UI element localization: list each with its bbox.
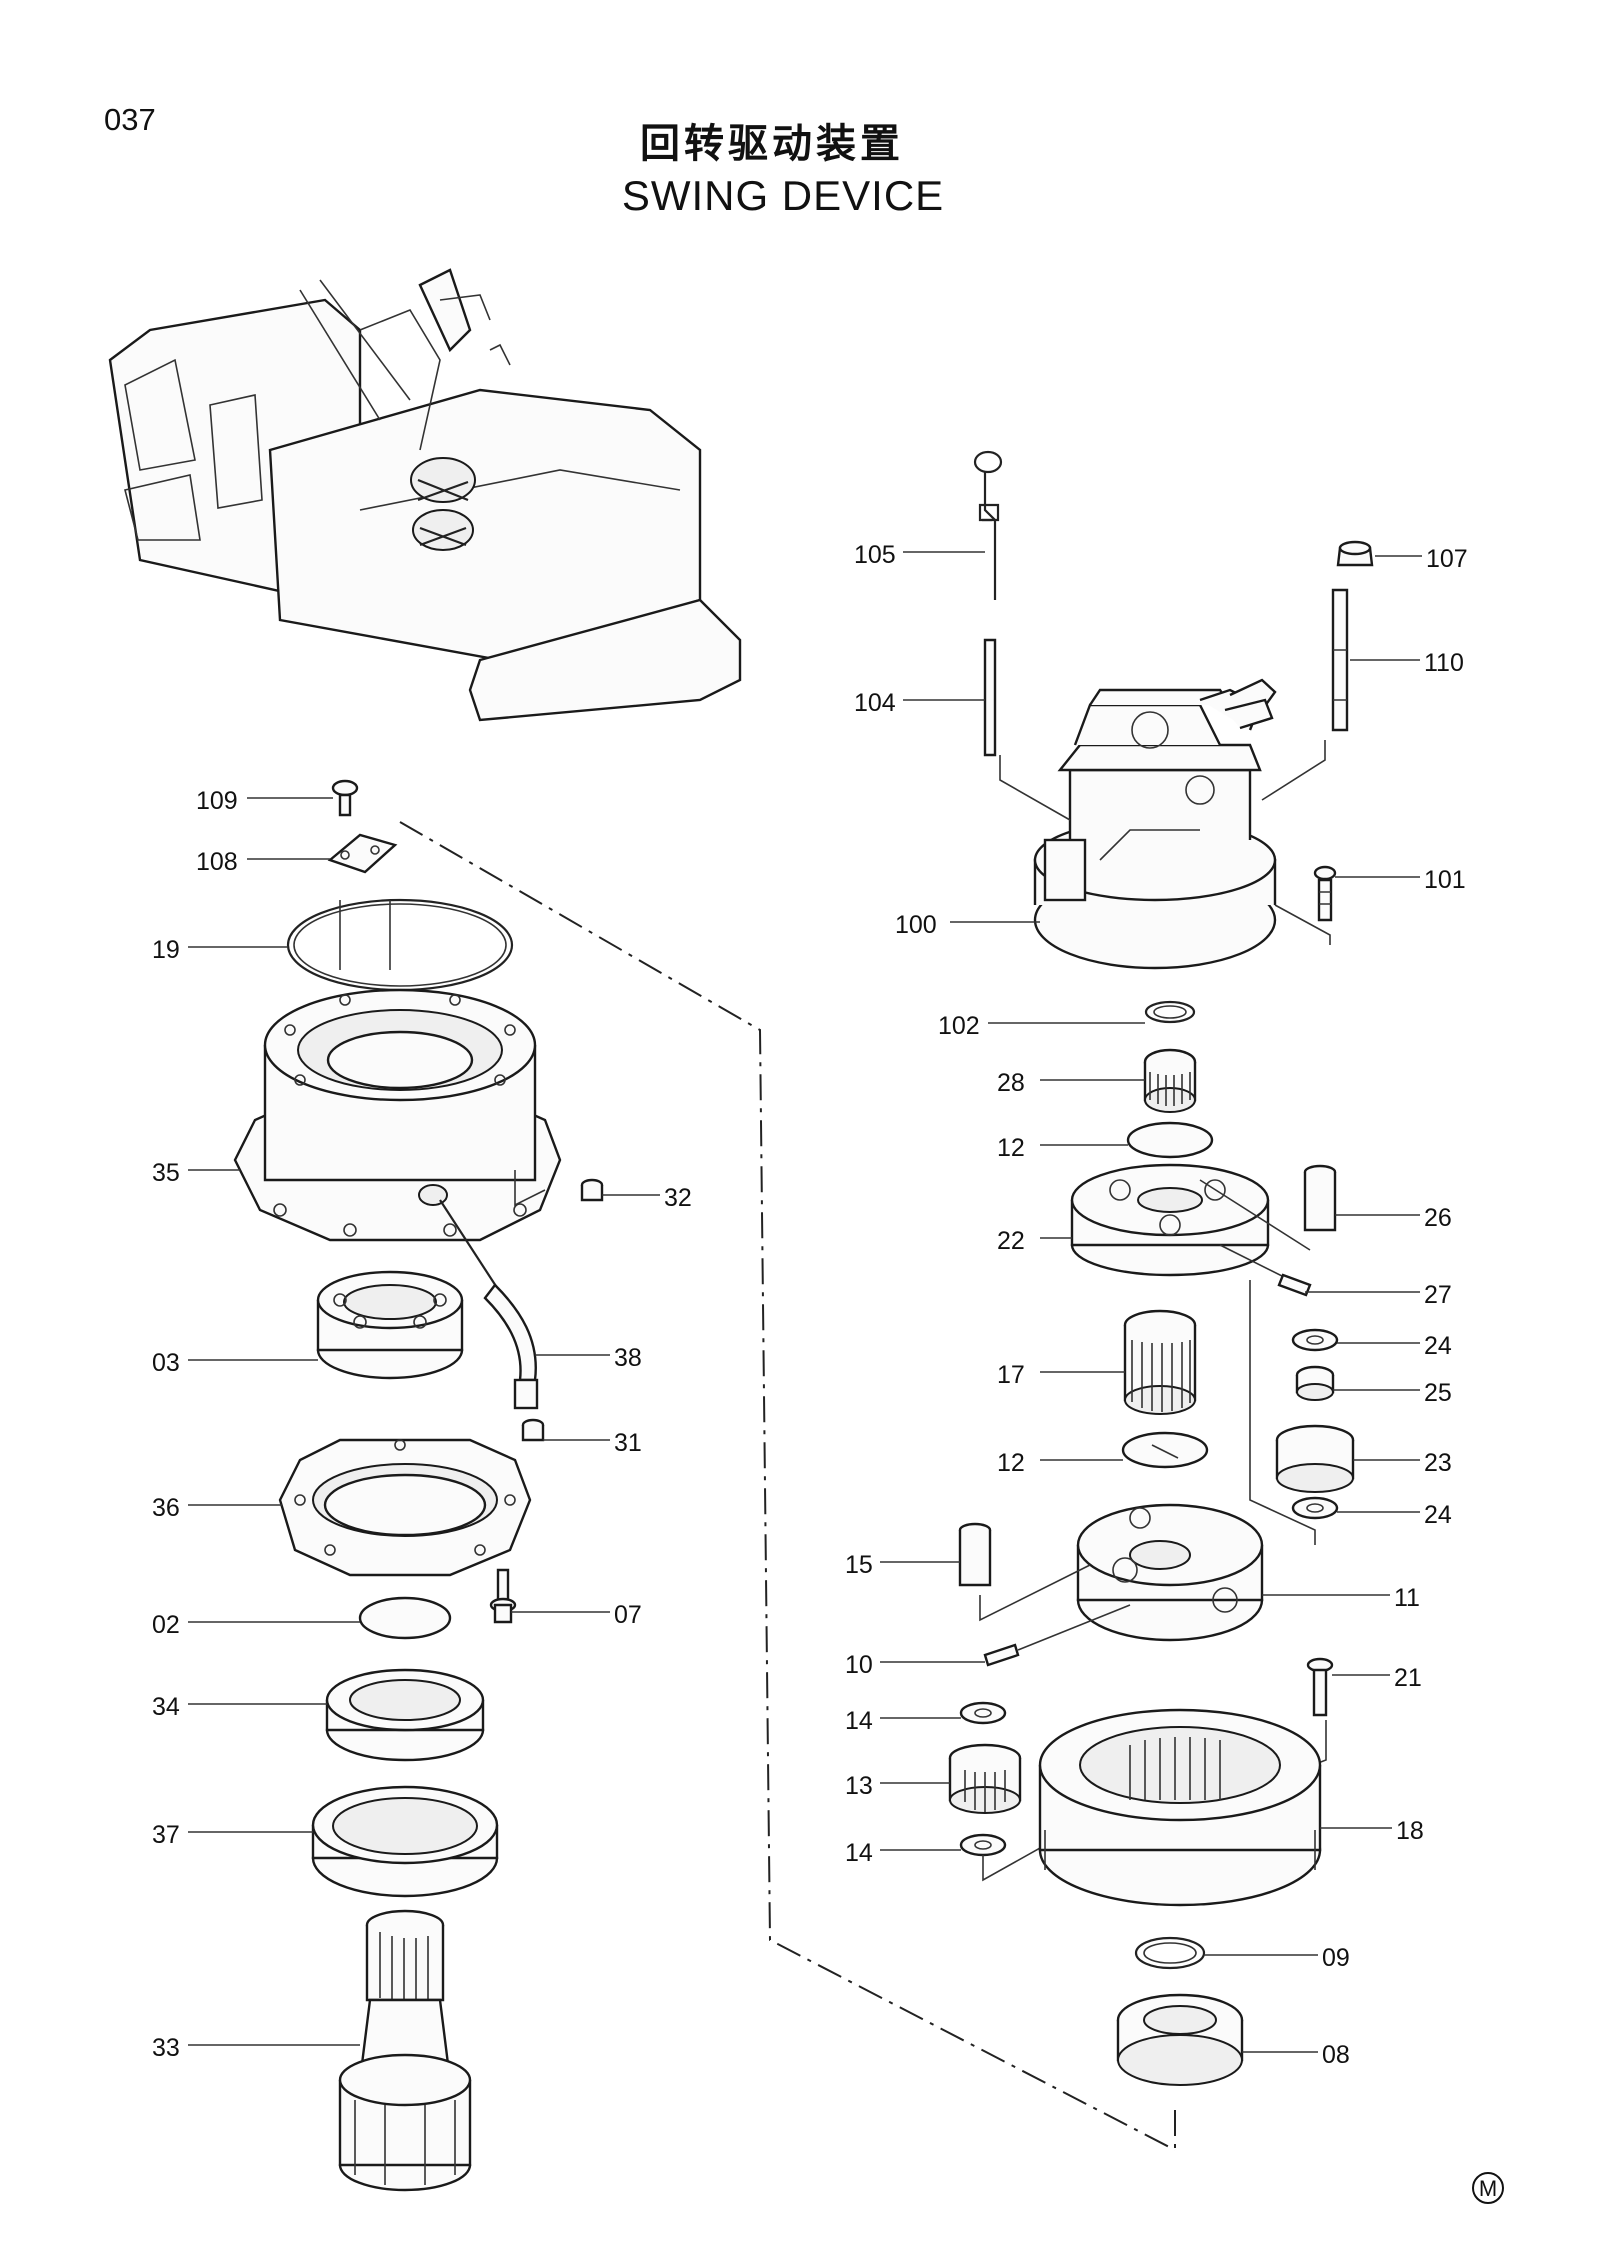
part-carrier-22: [1070, 1163, 1311, 1286]
part-needle-bearing: [1295, 1365, 1335, 1401]
callout-37: 37: [152, 1821, 180, 1849]
callout-25: 25: [1424, 1379, 1452, 1407]
part-snap-ring-09: [1134, 1936, 1206, 1970]
callout-03: 03: [152, 1349, 180, 1377]
part-thrust-plate: [1126, 1121, 1214, 1159]
page-number: 037: [104, 102, 156, 137]
title-chinese: 回转驱动装置: [640, 122, 904, 166]
part-plug-32: [580, 1178, 604, 1202]
callout-02: 02: [152, 1611, 180, 1639]
part-bearing-08: [1116, 1993, 1244, 2086]
manufacturer-mark: M: [1472, 2172, 1504, 2204]
part-ring-gear: [1038, 1708, 1322, 1907]
callout-33: 33: [152, 2034, 180, 2062]
callout-17: 17: [997, 1361, 1025, 1389]
part-pipe: [1331, 588, 1349, 732]
part-plug-31: [521, 1418, 545, 1442]
callout-09: 09: [1322, 1944, 1350, 1972]
part-bolt-21: [1299, 1657, 1334, 1771]
callout-26: 26: [1424, 1204, 1452, 1232]
part-bolt-07: [489, 1568, 517, 1624]
callout-24-lower: 24: [1424, 1501, 1452, 1529]
callout-19: 19: [152, 936, 180, 964]
assembly-guide-line: [399, 821, 1176, 2151]
callout-13: 13: [845, 1772, 873, 1800]
part-o-ring: [286, 898, 514, 992]
callout-32: 32: [664, 1184, 692, 1212]
mark-letter: M: [1479, 2176, 1497, 2201]
title-english: SWING DEVICE: [622, 172, 944, 219]
part-washer-14: [959, 1701, 1007, 1725]
callout-24-upper: 24: [1424, 1332, 1452, 1360]
callout-35: 35: [152, 1159, 180, 1187]
part-gear-28: [1143, 1048, 1197, 1113]
callout-14-lower: 14: [845, 1839, 873, 1867]
part-planet-gear-13: [948, 1743, 1022, 1814]
callout-104: 104: [854, 689, 896, 717]
callout-107: 107: [1426, 545, 1468, 573]
part-housing-35: [233, 900, 562, 1242]
callout-101: 101: [1424, 866, 1466, 894]
part-washer-24: [1291, 1328, 1339, 1352]
part-carrier-11: [1076, 1503, 1264, 1642]
callout-27: 27: [1424, 1281, 1452, 1309]
part-pin-10: [983, 1604, 1131, 1667]
part-ring-37: [311, 1785, 499, 1898]
part-pin-26: [1303, 1164, 1337, 1232]
part-washer-24: [1249, 1280, 1339, 1545]
callout-100: 100: [895, 911, 937, 939]
callout-12-lower: 12: [997, 1449, 1025, 1477]
part-sun-gear: [1123, 1309, 1197, 1415]
excavator-location-illustration: [108, 268, 742, 722]
part-flange-36: [278, 1438, 532, 1577]
part-pin-15: [958, 1522, 1091, 1622]
part-seal-34: [325, 1668, 485, 1762]
callout-34: 34: [152, 1693, 180, 1721]
callout-108: 108: [196, 848, 238, 876]
callout-36: 36: [152, 1494, 180, 1522]
callout-105: 105: [854, 541, 896, 569]
callout-08: 08: [1322, 2041, 1350, 2069]
part-bearing-03: [316, 1270, 464, 1380]
part-o-ring-02: [358, 1596, 452, 1640]
part-shaft-33: [338, 1909, 472, 2192]
callout-102: 102: [938, 1012, 980, 1040]
part-hose-38: [439, 1199, 539, 1410]
callout-110: 110: [1424, 649, 1464, 677]
part-plate-108: [327, 833, 398, 874]
part-screw-109: [331, 779, 359, 817]
callout-22: 22: [997, 1227, 1025, 1255]
part-plug: [1336, 540, 1374, 567]
callout-23: 23: [1424, 1449, 1452, 1477]
callout-38: 38: [614, 1344, 642, 1372]
callout-11: 11: [1394, 1584, 1420, 1612]
part-thrust-plate: [1121, 1431, 1209, 1469]
part-pin: [983, 638, 997, 757]
callout-12-upper: 12: [997, 1134, 1025, 1162]
callout-10: 10: [845, 1651, 873, 1679]
callout-14-upper: 14: [845, 1707, 873, 1735]
callout-07: 07: [614, 1601, 642, 1629]
callout-18: 18: [1396, 1817, 1424, 1845]
part-dipstick: [973, 450, 1003, 600]
callout-21: 21: [1394, 1664, 1422, 1692]
part-pin-27: [1277, 1273, 1312, 1297]
part-swing-motor: [999, 678, 1326, 970]
part-snap-ring: [1144, 1000, 1196, 1024]
callout-15: 15: [845, 1551, 873, 1579]
part-bolt: [1274, 865, 1337, 945]
part-planet-gear-23: [1275, 1424, 1355, 1493]
callout-31: 31: [614, 1429, 642, 1457]
callout-109: 109: [196, 787, 238, 815]
callout-28: 28: [997, 1069, 1025, 1097]
